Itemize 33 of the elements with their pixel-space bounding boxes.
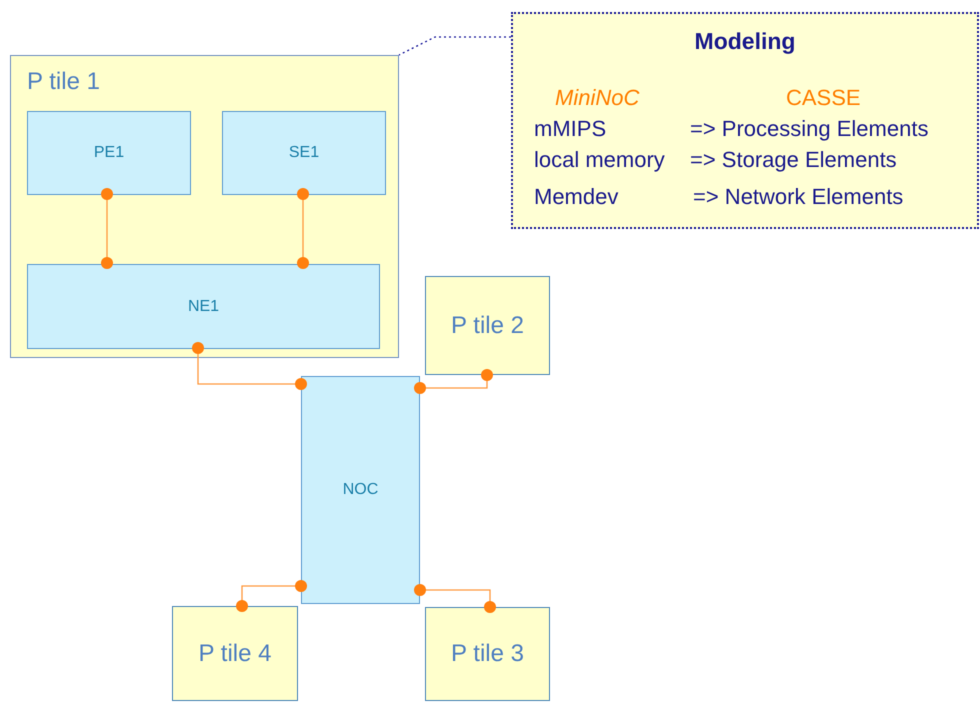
element-box <box>27 111 191 195</box>
tile-box <box>172 606 298 701</box>
element-label: NE1 <box>188 296 220 316</box>
mapping-source: Memdev <box>534 186 618 208</box>
tile-box <box>425 607 550 701</box>
leader-line <box>398 36 511 56</box>
element-box <box>27 264 380 349</box>
tile-box <box>425 276 550 375</box>
connector-line <box>414 369 493 394</box>
tile-label: P tile 1 <box>27 67 100 97</box>
connector-line <box>236 580 307 612</box>
connector-line <box>101 188 113 269</box>
column-heading: CASSE <box>786 87 861 109</box>
mapping-target: => Storage Elements <box>690 149 897 171</box>
connector-line <box>414 584 496 613</box>
element-label: PE1 <box>94 143 124 163</box>
element-label: NOC <box>342 480 378 500</box>
mapping-source: local memory <box>534 149 665 171</box>
tile-label: P tile 4 <box>198 638 272 668</box>
tile-box <box>10 55 399 358</box>
mapping-target: => Processing Elements <box>690 118 928 140</box>
mapping-source: mMIPS <box>534 118 606 140</box>
column-heading: MiniNoC <box>555 87 640 109</box>
callout-heading: Modeling <box>694 27 796 56</box>
element-label: SE1 <box>288 143 320 163</box>
mapping-target: => Network Elements <box>693 186 904 208</box>
tile-label: P tile 2 <box>451 310 524 340</box>
callout-box <box>511 12 979 229</box>
connector-line <box>297 188 309 269</box>
tile-label: P tile 3 <box>451 639 524 669</box>
connector-line <box>192 342 307 390</box>
element-box <box>222 111 386 195</box>
element-box <box>301 376 420 604</box>
